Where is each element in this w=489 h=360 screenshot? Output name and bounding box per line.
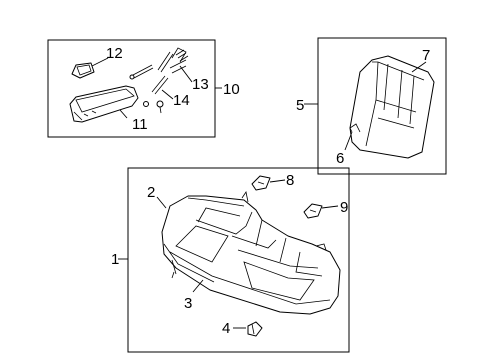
callout-13: 13	[192, 76, 209, 93]
callout-14: 14	[173, 92, 190, 109]
callout-11: 11	[132, 116, 148, 133]
callout-12: 12	[106, 45, 123, 62]
leader-lines	[91, 57, 427, 329]
callout-6: 6	[336, 150, 344, 167]
clip-8	[251, 175, 271, 191]
callout-1: 1	[111, 251, 119, 268]
armrest-hinge-parts	[129, 47, 189, 114]
callout-7: 7	[422, 47, 430, 64]
callout-5: 5	[296, 97, 304, 114]
armrest-body	[69, 85, 139, 123]
seat-back-cushion	[349, 55, 435, 159]
clip-4	[247, 321, 263, 337]
callout-9: 9	[340, 199, 348, 216]
callout-3: 3	[184, 295, 192, 312]
seat-cushion-box	[127, 167, 350, 353]
callout-10: 10	[223, 81, 240, 98]
callout-8: 8	[286, 172, 294, 189]
clip-9	[303, 203, 323, 219]
armrest-group-box	[47, 39, 216, 138]
callout-4: 4	[222, 320, 230, 337]
callout-2: 2	[147, 184, 155, 201]
seat-cushion	[161, 190, 341, 315]
cup-holder-cover	[71, 62, 95, 79]
seat-back-box	[317, 37, 447, 175]
